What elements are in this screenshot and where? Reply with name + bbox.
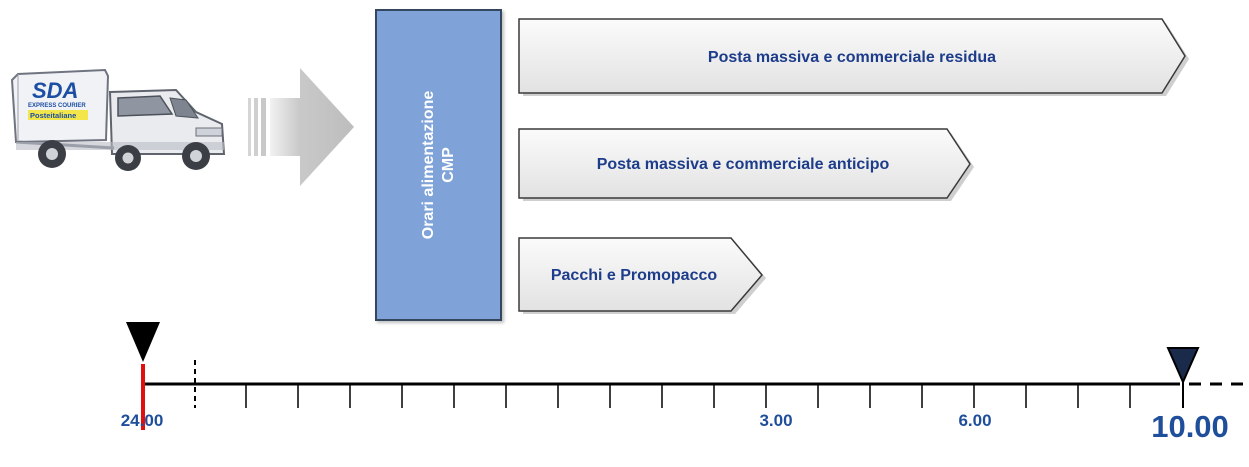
bar-posta-massiva-anticipo: Posta massiva e commerciale anticipo [518, 127, 975, 203]
poste-logo: Posteitaliane [30, 111, 76, 120]
timeline-label-6: 6.00 [958, 411, 992, 430]
timeline-label-start: 24.00 [120, 411, 164, 430]
start-triangle-marker [126, 322, 160, 362]
timeline-label-3: 3.00 [759, 411, 793, 430]
cmp-box-label-line1: Orari alimentazione [419, 90, 437, 240]
cmp-box-label: Orari alimentazione CMP [419, 15, 459, 315]
truck-image: SDA EXPRESS COURIER Posteitaliane [10, 68, 235, 173]
bar-pacchi-promopacco: Pacchi e Promopacco [518, 236, 768, 315]
cmp-feeding-hours-box: Orari alimentazione CMP [375, 9, 502, 321]
end-triangle-marker [1166, 347, 1200, 385]
sda-logo-subtext: EXPRESS COURIER [28, 103, 86, 109]
bar-posta-massiva-residua: Posta massiva e commerciale residua [518, 17, 1190, 98]
flow-arrow-icon [244, 68, 356, 186]
sda-logo: SDA [32, 78, 78, 103]
bar-label-pacchi: Pacchi e Promopacco [550, 266, 718, 284]
bar-label-anticipo: Posta massiva e commerciale anticipo [596, 156, 890, 173]
timeline-label-end: 10.00 [1151, 409, 1229, 444]
bar-label-residua: Posta massiva e commerciale residua [707, 48, 997, 66]
timeline-axis [0, 320, 1249, 462]
cmp-box-label-line2: CMP [439, 147, 457, 183]
